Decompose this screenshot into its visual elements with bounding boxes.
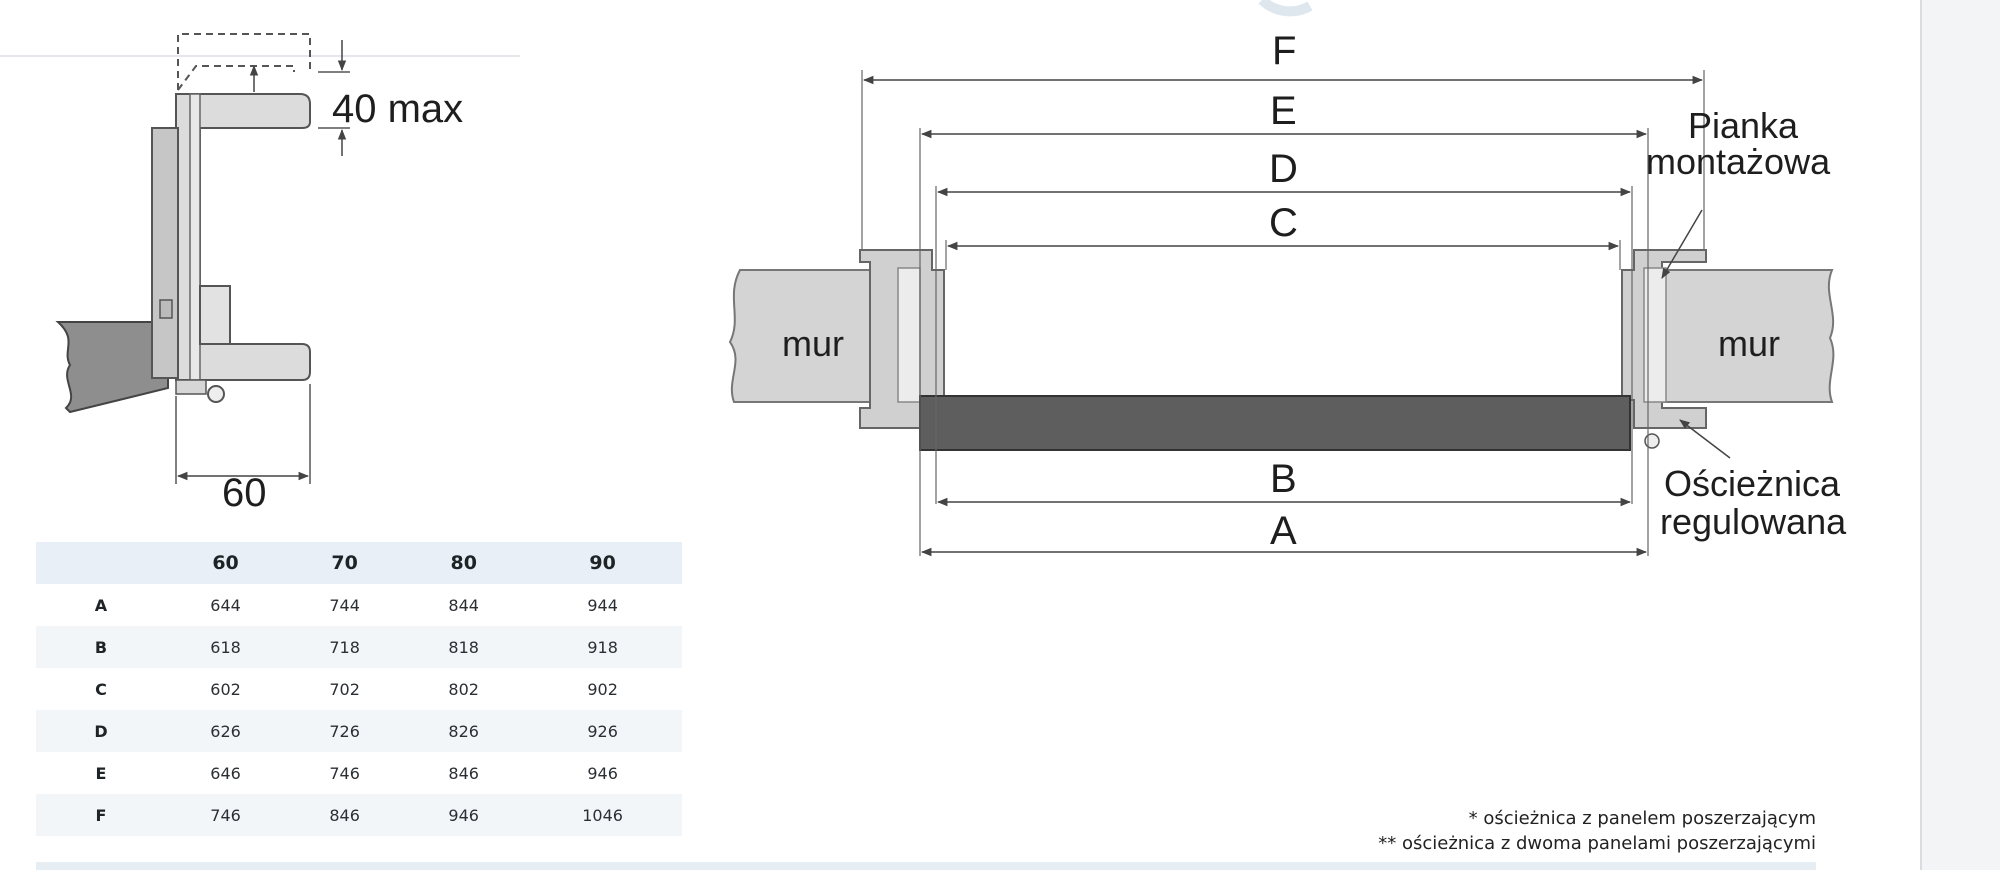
table-cell: 1046: [582, 805, 623, 825]
frame-profile-drawing: 40 max 60: [55, 33, 463, 515]
table-cell: 618: [210, 637, 241, 657]
table-cell: 826: [448, 721, 479, 741]
table-cell: 902: [587, 679, 618, 699]
plan-door-leaf: [919, 395, 1631, 451]
footnote-double-panel: ** ościeżnica z dwoma panelami poszerzaj…: [1378, 833, 1816, 854]
table-cell: 926: [587, 721, 618, 741]
profile-hinge-block: [199, 285, 231, 345]
foam-leader: [1661, 209, 1703, 279]
frame-leader: [1679, 419, 1731, 459]
profile-jamb: [151, 127, 179, 379]
footnote-single-panel: * ościeżnica z panelem poszerzającym: [1468, 808, 1816, 829]
table-cell: 818: [448, 637, 479, 657]
table-row: E 646 746 846 946: [36, 752, 682, 794]
dim-label-e: E: [1270, 89, 1297, 133]
table-cell: 918: [587, 637, 618, 657]
profile-width-label: 60: [222, 471, 267, 515]
row-key: A: [94, 595, 108, 615]
dim-label-d: D: [1269, 147, 1298, 191]
table-cell: 802: [448, 679, 479, 699]
right-scroll-strip: [1920, 0, 2000, 870]
table-header-cell: [36, 542, 166, 584]
table-header-row: 60 70 80 90: [36, 542, 682, 584]
plan-wall-left: [728, 269, 871, 403]
plan-foam-left: [897, 267, 921, 403]
table-cell: 702: [329, 679, 360, 699]
door-plan-drawing: mur mur: [728, 29, 1847, 557]
table-cell: 746: [210, 805, 241, 825]
table-row: F 746 846 946 1046: [36, 794, 682, 836]
dim-label-c: C: [1269, 201, 1298, 245]
dim-label-b: B: [1270, 457, 1297, 501]
foam-label-line2: montażowa: [1646, 141, 1831, 182]
table-cell: 944: [587, 595, 618, 615]
profile-wall: [55, 321, 169, 414]
foam-label-line1: Pianka: [1688, 105, 1799, 146]
dim-label-f: F: [1272, 29, 1296, 73]
table-cell: 746: [329, 763, 360, 783]
row-key: E: [95, 763, 107, 783]
table-cell: 644: [210, 595, 241, 615]
plan-frame-right: [1621, 249, 1707, 429]
row-key: D: [94, 721, 108, 741]
table-row: B 618 718 818 918: [36, 626, 682, 668]
plan-wall-right: [1661, 269, 1835, 403]
plan-wall-left-label: mur: [782, 323, 844, 364]
profile-knob: [207, 385, 225, 403]
table-row: A 644 744 844 944: [36, 584, 682, 626]
profile-extension-dashed: [177, 33, 311, 91]
table-row: D 626 726 826 926: [36, 710, 682, 752]
table-header-cell: 80: [450, 552, 477, 574]
table-row: C 602 702 802 902: [36, 668, 682, 710]
table-cell: 844: [448, 595, 479, 615]
table-cell: 846: [448, 763, 479, 783]
table-cell: 744: [329, 595, 360, 615]
dim-label-a: A: [1270, 509, 1297, 553]
row-key: C: [95, 679, 107, 699]
decorative-arc: [1258, 0, 1313, 17]
table-cell: 946: [587, 763, 618, 783]
bottom-band: [36, 862, 1816, 870]
dimensions-table: 60 70 80 90 A 644 744 844 944 B 618 718 …: [36, 542, 682, 836]
table-header-cell: 60: [212, 552, 239, 574]
frame-label-line1: Ościeżnica: [1664, 463, 1841, 504]
table-cell: 626: [210, 721, 241, 741]
table-header-cell: 90: [589, 552, 616, 574]
frame-label-line2: regulowana: [1660, 501, 1847, 542]
footnotes: * ościeżnica z panelem poszerzającym ** …: [1378, 806, 1816, 856]
row-key: B: [94, 637, 108, 657]
plan-foam-right: [1643, 267, 1667, 403]
table-cell: 718: [329, 637, 360, 657]
table-header-cell: 70: [331, 552, 358, 574]
table-cell: 646: [210, 763, 241, 783]
table-cell: 846: [329, 805, 360, 825]
profile-max-label: 40 max: [332, 87, 463, 131]
table-cell: 602: [210, 679, 241, 699]
table-cell: 946: [448, 805, 479, 825]
table-cell: 726: [329, 721, 360, 741]
plan-wall-right-label: mur: [1718, 323, 1780, 364]
row-key: F: [95, 805, 107, 825]
